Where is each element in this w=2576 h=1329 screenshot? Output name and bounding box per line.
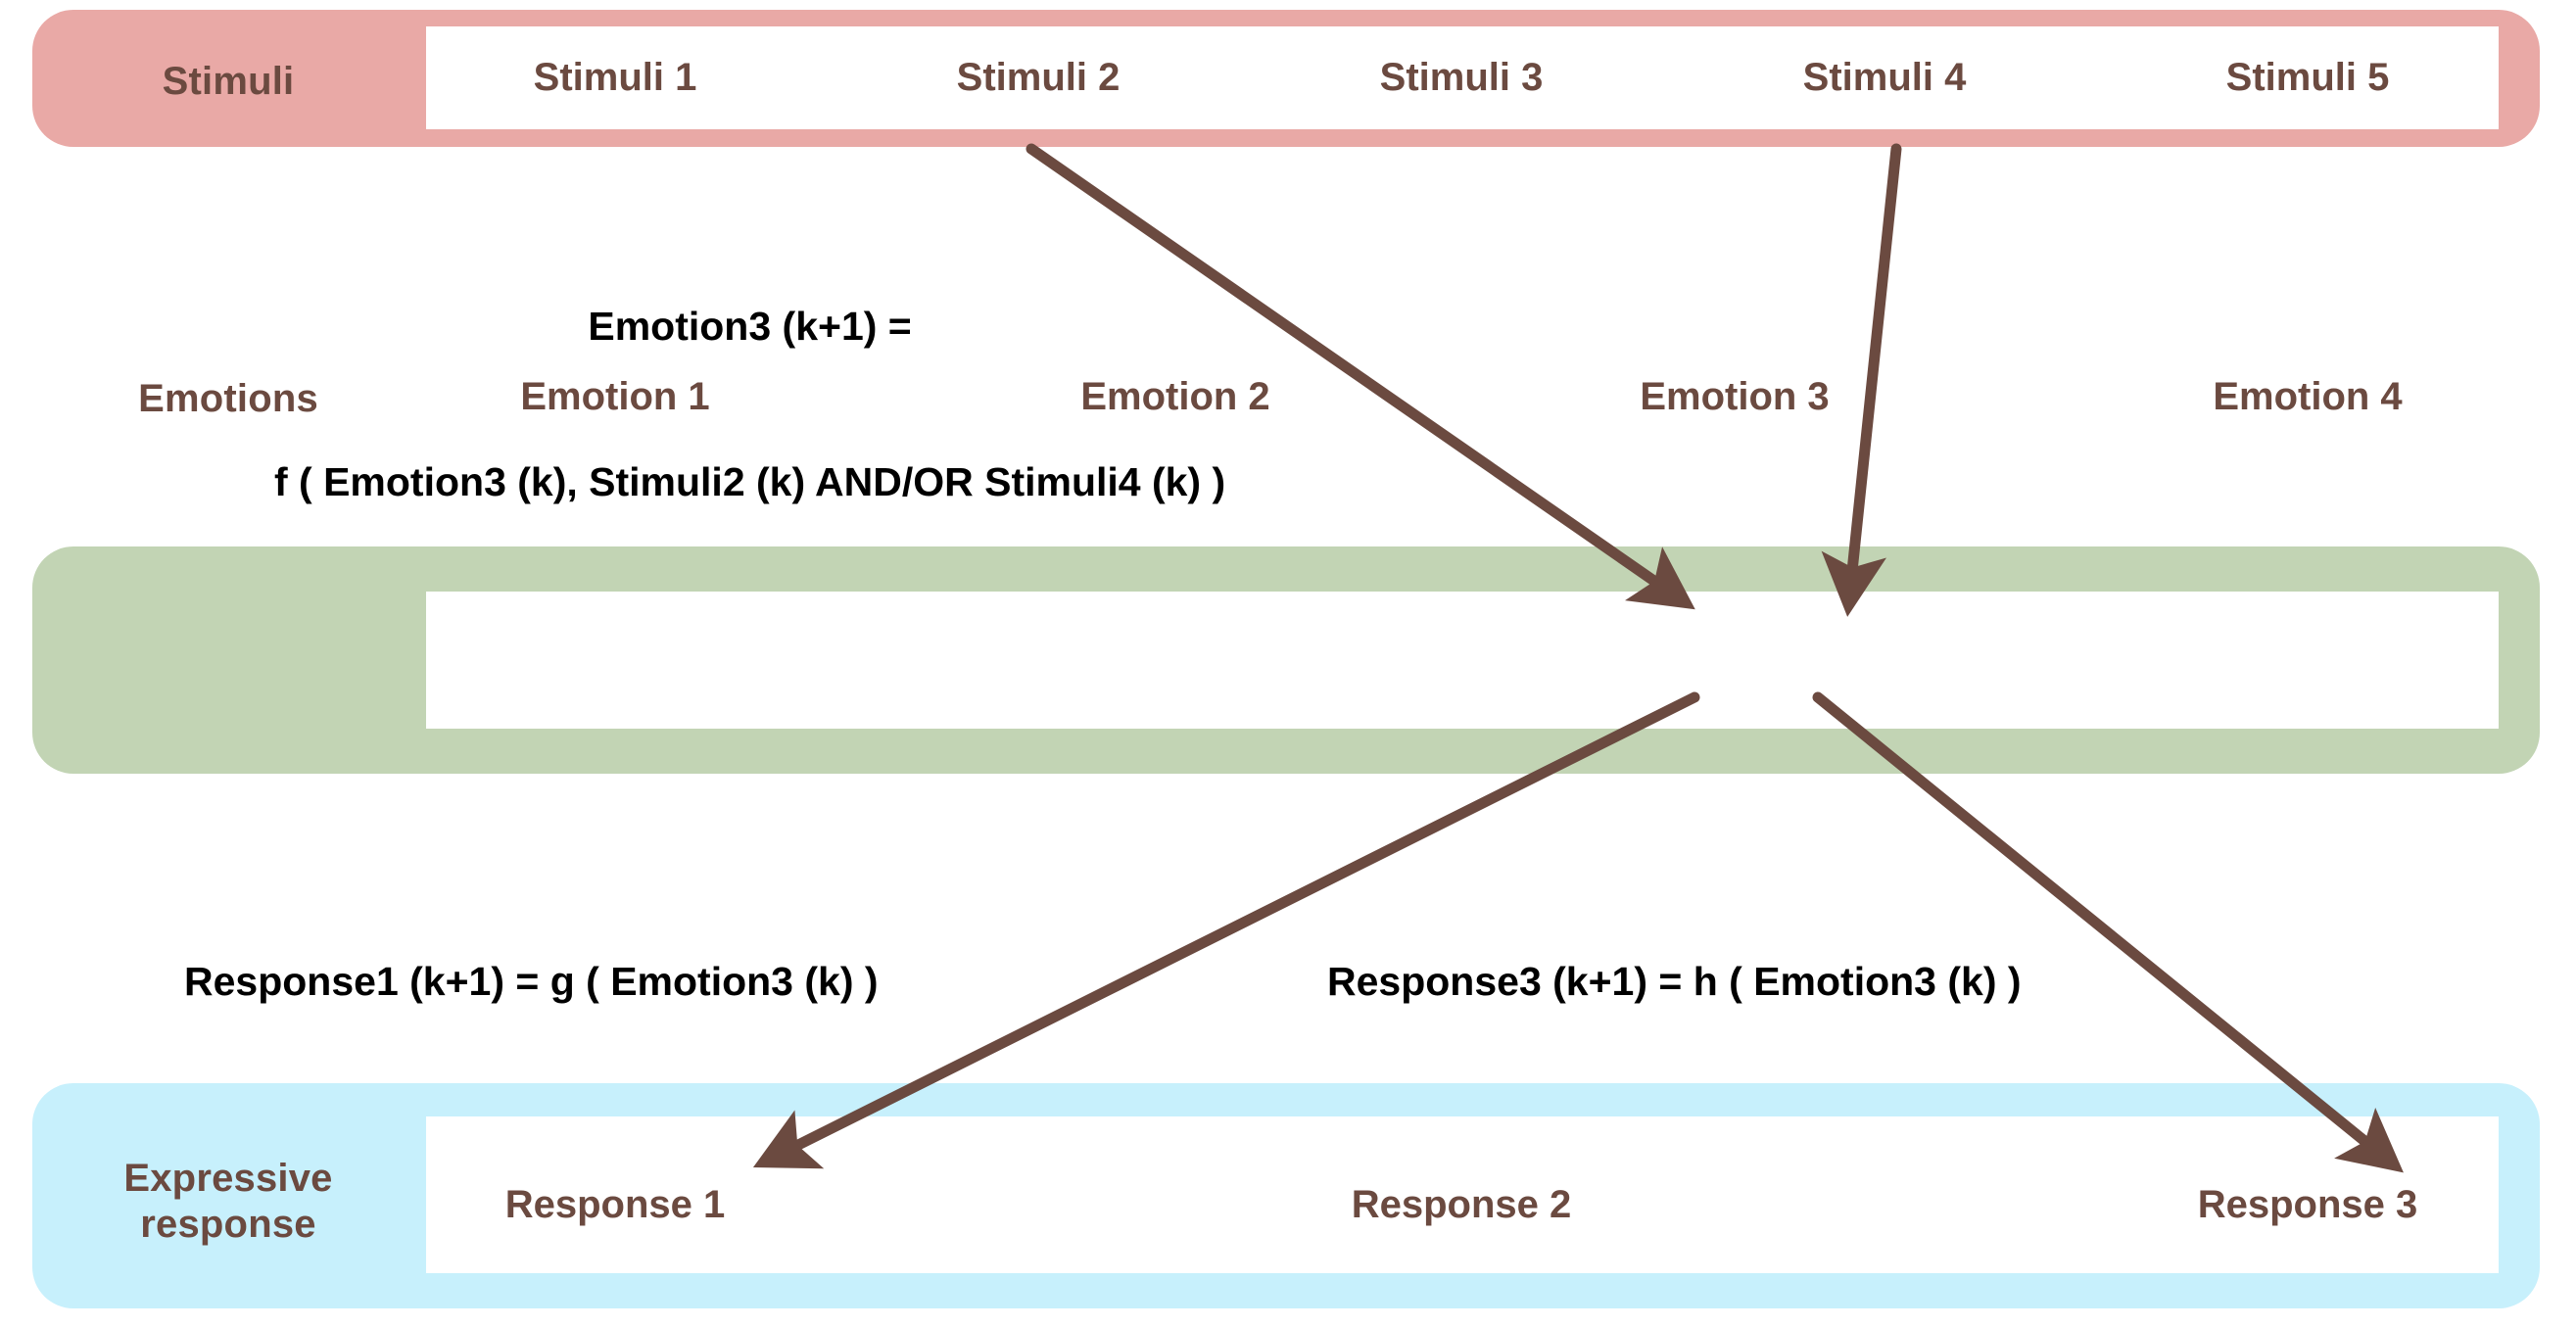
emotions-item-4[interactable]: Emotion 4 <box>2213 375 2403 418</box>
arrow-stimuli4-to-emotion3 <box>1821 143 1902 617</box>
stimuli-item-3[interactable]: Stimuli 3 <box>1379 56 1544 99</box>
response1-equation: Response1 (k+1) = g ( Emotion3 (k) ) <box>184 959 879 1004</box>
stimuli-item-4[interactable]: Stimuli 4 <box>1802 56 1967 99</box>
emotions-item-3[interactable]: Emotion 3 <box>1640 375 1830 418</box>
stimuli-item-2[interactable]: Stimuli 2 <box>956 56 1121 99</box>
stimuli-row-label: Stimuli <box>162 60 295 103</box>
response-item-2[interactable]: Response 2 <box>1351 1183 1572 1226</box>
response-item-3[interactable]: Response 3 <box>2197 1183 2418 1226</box>
expressive-response-row-label: Expressive response <box>32 1156 424 1248</box>
stimuli-item-5[interactable]: Stimuli 5 <box>2225 56 2390 99</box>
emotion3-equation-line2: f ( Emotion3 (k), Stimuli2 (k) AND/OR St… <box>274 459 1226 505</box>
response-item-1[interactable]: Response 1 <box>504 1183 726 1226</box>
emotions-strip <box>426 592 2499 729</box>
stimuli-strip <box>426 26 2499 129</box>
expressive-response-row-label-line1: Expressive <box>123 1157 333 1200</box>
emotions-item-2[interactable]: Emotion 2 <box>1080 375 1270 418</box>
emotions-row-label: Emotions <box>138 377 318 420</box>
stimuli-item-1[interactable]: Stimuli 1 <box>533 56 697 99</box>
emotions-item-1[interactable]: Emotion 1 <box>520 375 710 418</box>
response3-equation: Response3 (k+1) = h ( Emotion3 (k) ) <box>1327 959 2022 1004</box>
emotion3-equation-line1: Emotion3 (k+1) = <box>588 303 912 349</box>
expressive-response-row-label-line2: response <box>140 1203 316 1247</box>
